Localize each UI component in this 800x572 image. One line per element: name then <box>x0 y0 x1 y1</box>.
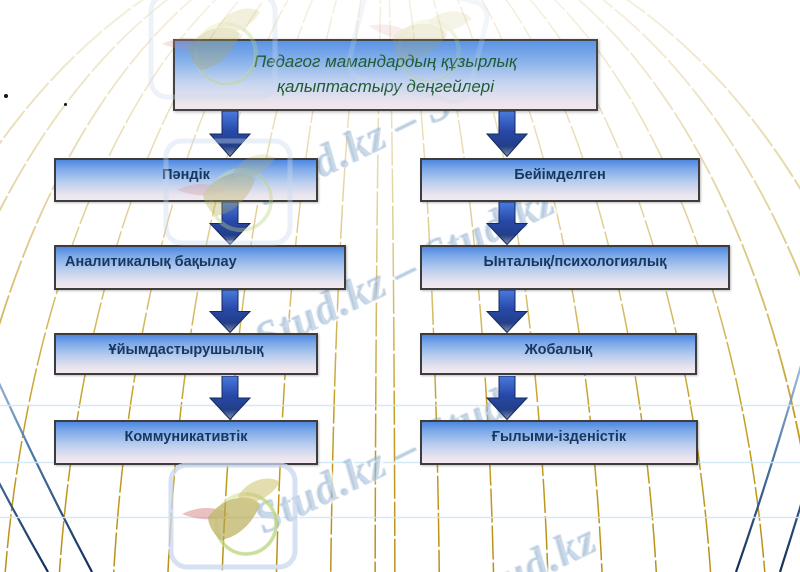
node-gylymi-izdenistik: Ғылыми-ізденістік <box>420 420 698 465</box>
diagram-title-box: Педагог мамандардың құзырлық қалыптастыр… <box>173 39 598 111</box>
node-zhobalyk: Жобалық <box>420 333 697 375</box>
node-beiimdelgen: Бейімделген <box>420 158 700 202</box>
node-label: Жобалық <box>524 342 593 358</box>
down-arrow-icon <box>209 290 251 333</box>
down-arrow-icon <box>486 290 528 333</box>
down-arrow-icon <box>486 202 528 245</box>
down-arrow-icon <box>209 111 251 157</box>
node-label: Коммуникативтік <box>124 429 248 445</box>
down-arrow-icon <box>486 376 528 420</box>
brand-watermark: Stud.kz <box>457 513 605 572</box>
node-yntalyk-psihologiyalyk: Ынталық/психологиялық <box>420 245 730 290</box>
node-label: Бейімделген <box>514 167 606 183</box>
node-label: Ұйымдастырушылық <box>108 342 264 358</box>
down-arrow-icon <box>486 111 528 157</box>
node-pandik: Пәндік <box>54 158 318 202</box>
node-kommunikativtik: Коммуникативтік <box>54 420 318 465</box>
node-label: Пәндік <box>162 167 210 183</box>
ink-dot <box>64 103 67 106</box>
node-label: Аналитикалық бақылау <box>65 254 237 270</box>
node-label: Ғылыми-ізденістік <box>491 429 627 445</box>
down-arrow-icon <box>209 202 251 245</box>
node-label: Ынталық/психологиялық <box>483 254 667 270</box>
diagram-title: Педагог мамандардың құзырлық қалыптастыр… <box>253 52 518 96</box>
down-arrow-icon <box>209 376 251 420</box>
node-uiymdastyrushylyk: Ұйымдастырушылық <box>54 333 318 375</box>
node-analitikalyk-bakylau: Аналитикалық бақылау <box>54 245 346 290</box>
ink-dot <box>4 94 8 98</box>
